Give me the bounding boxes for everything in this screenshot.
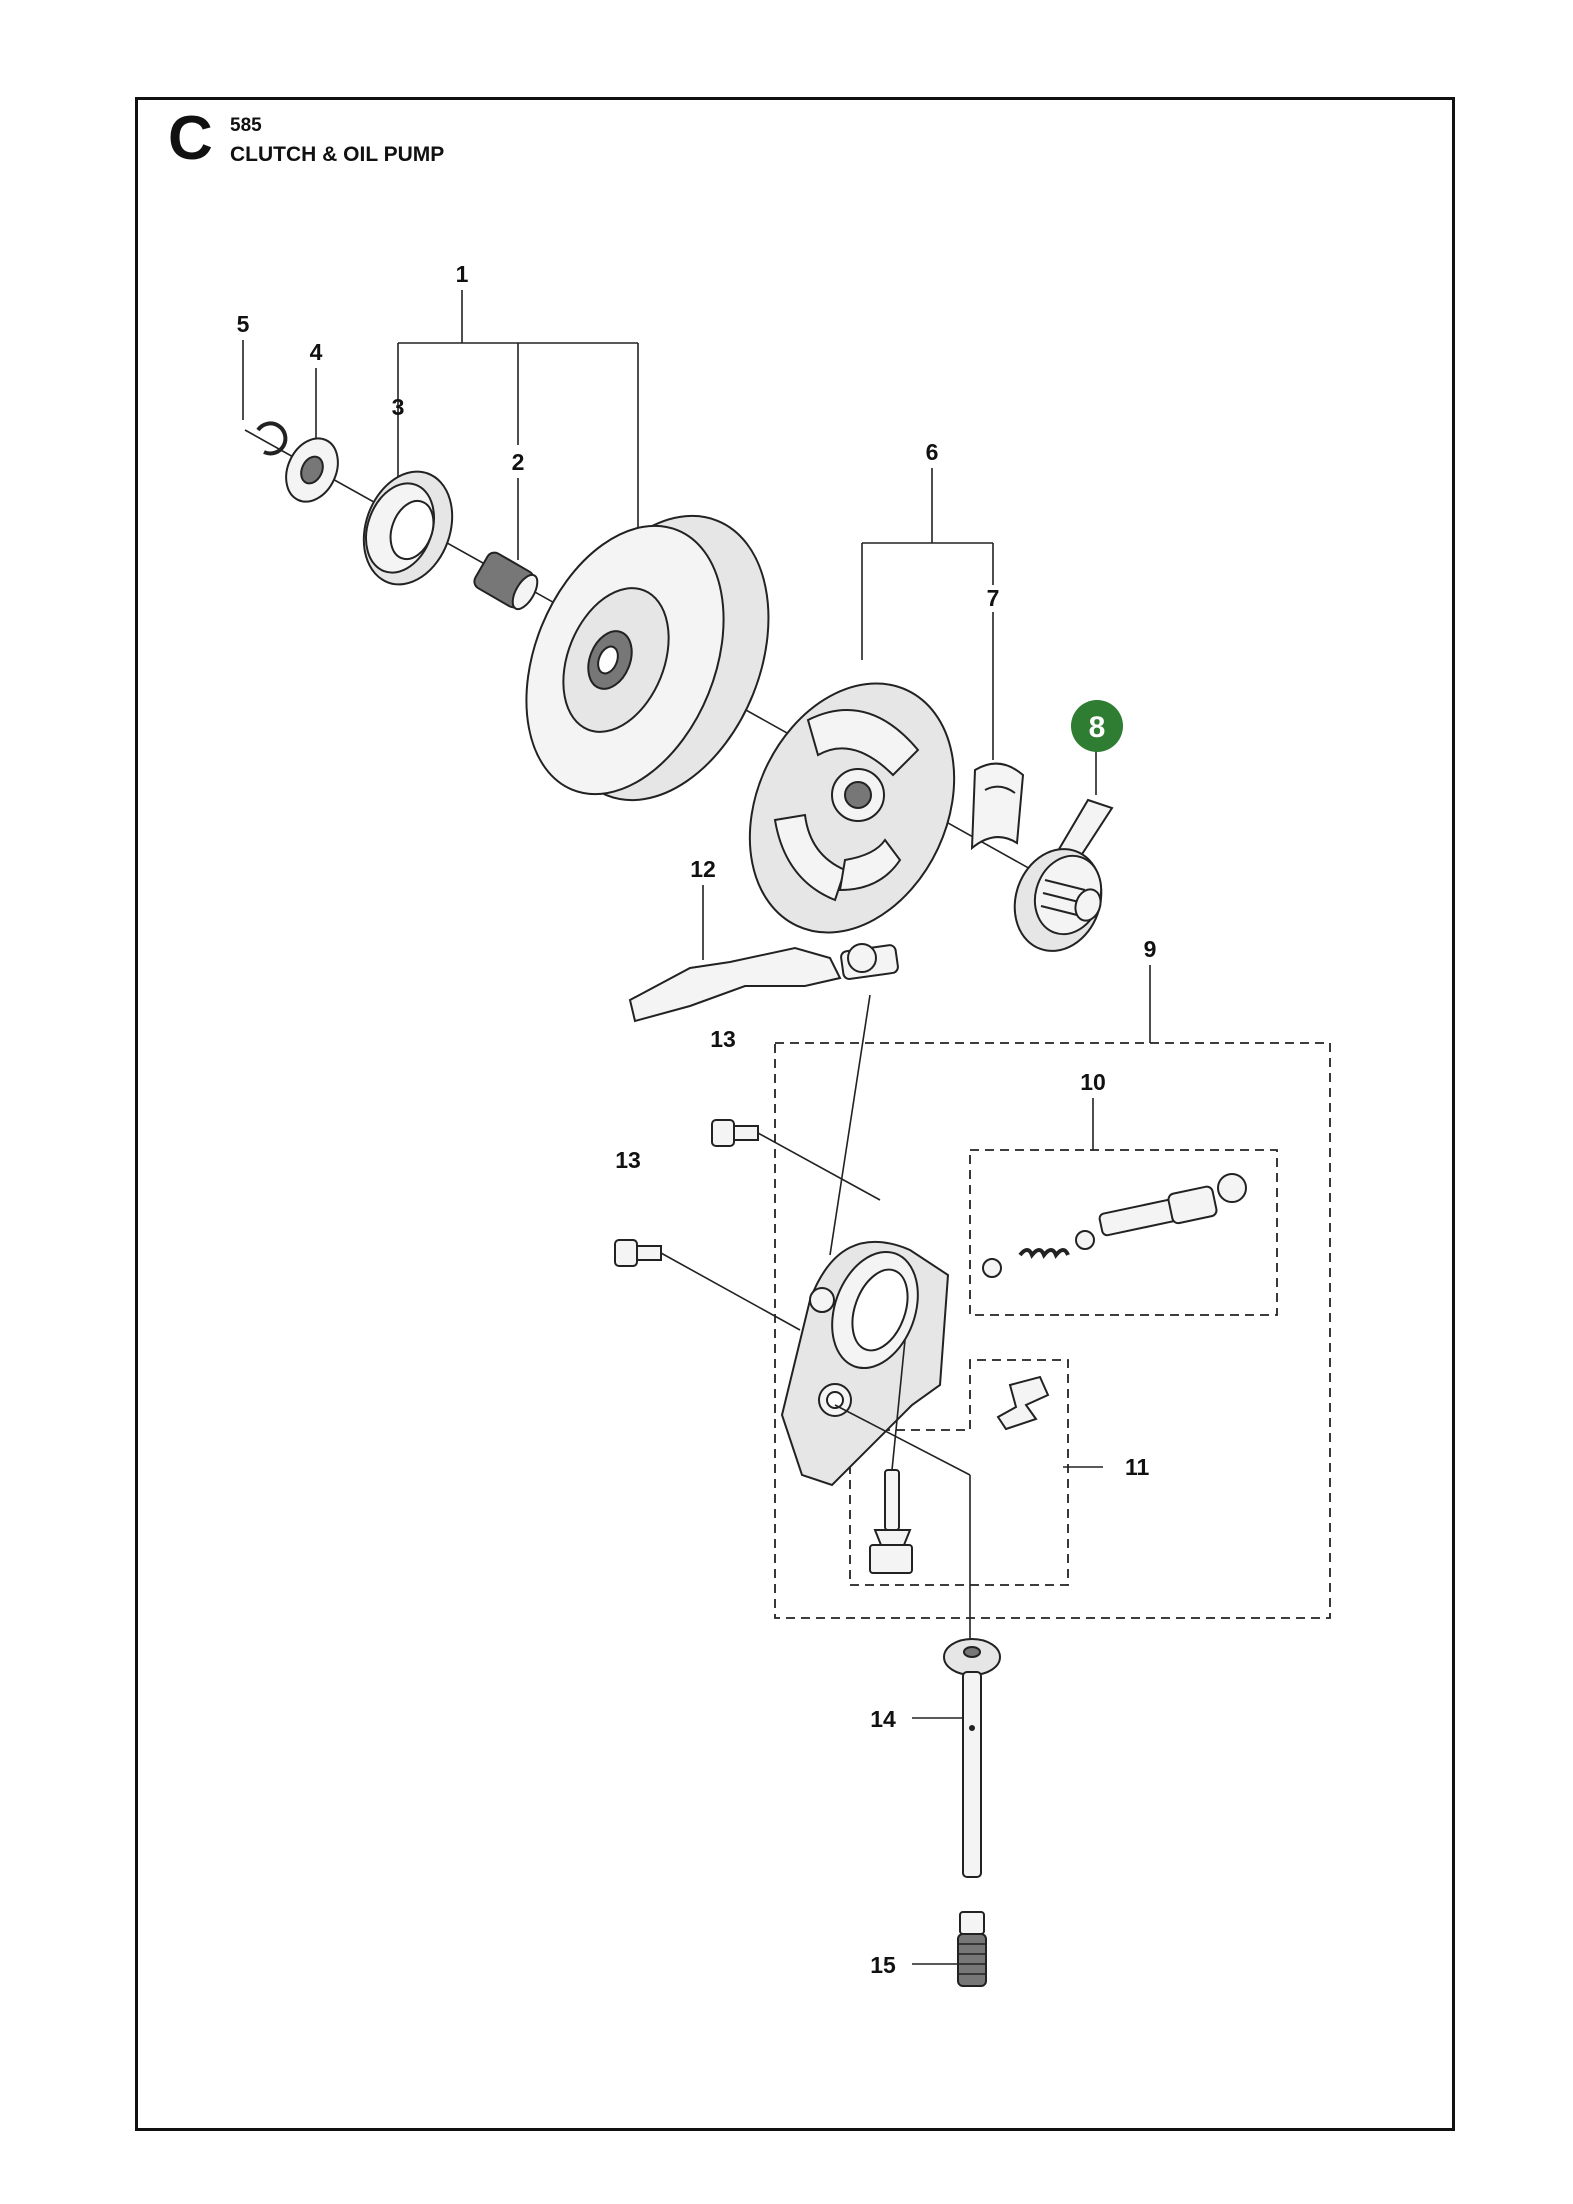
oil-filter-part bbox=[957, 1911, 987, 1987]
section-letter: C bbox=[168, 104, 213, 173]
oil-pump-body-part bbox=[780, 1240, 950, 1487]
clutch-drum-part bbox=[525, 514, 770, 802]
callout-13-upper: 13 bbox=[710, 1026, 736, 1052]
callout-1: 1 bbox=[456, 261, 469, 287]
callout-8: 8 bbox=[1089, 711, 1106, 744]
callout-7: 7 bbox=[987, 585, 1000, 611]
washer-part bbox=[285, 437, 339, 503]
callout-9: 9 bbox=[1144, 936, 1157, 962]
callout-5: 5 bbox=[237, 311, 250, 337]
callout-13-lower: 13 bbox=[615, 1147, 641, 1173]
group-9-outline bbox=[774, 1042, 1331, 1619]
screw-part-upper bbox=[711, 1119, 881, 1201]
callout-12: 12 bbox=[690, 856, 716, 882]
retaining-clip-part bbox=[256, 421, 288, 456]
diagram-frame bbox=[135, 97, 1455, 2131]
callout-14: 14 bbox=[870, 1706, 896, 1732]
adjuster-screw-part bbox=[869, 1339, 1050, 1574]
clutch-spring-part bbox=[970, 762, 1025, 851]
callout-8-badge bbox=[1071, 700, 1123, 752]
group-11-outline bbox=[849, 1359, 1069, 1586]
callout-3: 3 bbox=[392, 394, 405, 420]
group-10-outline bbox=[969, 1149, 1278, 1316]
screw-part-lower bbox=[614, 1239, 801, 1331]
leader-6-7 bbox=[861, 468, 994, 760]
page-title: CLUTCH & OIL PUMP bbox=[230, 143, 445, 166]
page-code: 585 bbox=[230, 115, 262, 136]
worm-drive-part bbox=[1013, 798, 1114, 952]
callout-11: 11 bbox=[1125, 1454, 1150, 1480]
callout-4: 4 bbox=[310, 339, 323, 365]
leader-1 bbox=[397, 290, 639, 540]
callout-6: 6 bbox=[926, 439, 939, 465]
callout-15: 15 bbox=[870, 1952, 896, 1978]
callout-10: 10 bbox=[1080, 1069, 1106, 1095]
oil-hose-part bbox=[628, 943, 899, 1256]
pump-piston-kit-part bbox=[982, 1173, 1247, 1278]
rim-sprocket-part bbox=[362, 470, 454, 586]
clutch-assembly-part bbox=[748, 682, 956, 934]
needle-bearing-part bbox=[473, 551, 539, 611]
suction-pipe-part bbox=[834, 1404, 1001, 1878]
callout-2: 2 bbox=[512, 449, 525, 475]
